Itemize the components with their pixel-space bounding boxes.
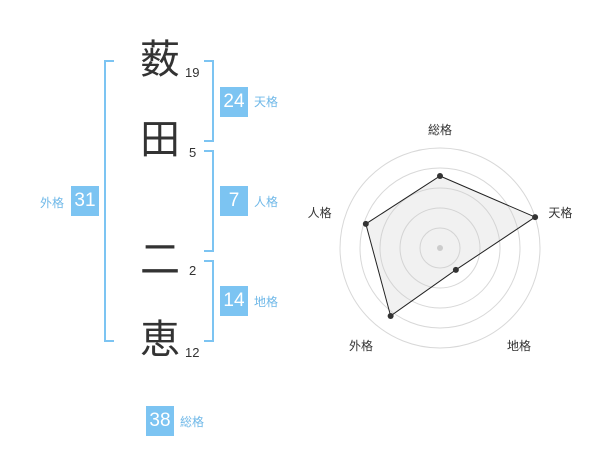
radar-axis-label-2: 天格: [548, 205, 572, 220]
soukaku-value: 38: [146, 406, 174, 436]
radar-grid-ring: [399, 207, 481, 289]
chikaku-value: 14: [220, 286, 248, 316]
tenkaku-value: 24: [220, 87, 248, 117]
radar-grid-ring: [359, 167, 521, 329]
radar-point-5: [362, 220, 369, 227]
radar-point-1: [437, 173, 443, 179]
tenkaku-bracket: [204, 60, 214, 142]
radar-axis-label-4: 外格: [349, 338, 373, 353]
radar-series-area: [365, 175, 537, 317]
gaikaku-label: 外格: [40, 196, 65, 210]
chikaku-label: 地格: [254, 295, 279, 309]
gaikaku-value: 31: [71, 186, 99, 216]
jinkaku-bracket: [204, 150, 214, 252]
radar-grid-ring: [419, 227, 461, 269]
radar-grid-ring: [379, 187, 501, 309]
tenkaku-label: 天格: [254, 95, 279, 109]
radar-axis-label-3: 地格: [507, 338, 531, 353]
radar-point-4: [387, 312, 394, 319]
radar-point-3: [452, 266, 459, 273]
radar-center-dot: [437, 245, 443, 251]
stroke-count-4: 12: [185, 345, 200, 360]
jinkaku-value: 7: [220, 186, 248, 216]
name-char-3: 二: [140, 237, 180, 283]
radar-point-2: [532, 214, 539, 221]
name-char-2: 田: [140, 117, 180, 163]
radar-axis-label-1: 総格: [428, 122, 452, 137]
name-char-4: 恵: [140, 317, 180, 363]
chikaku-bracket: [204, 260, 214, 342]
stroke-count-1: 19: [185, 65, 200, 80]
stroke-count-3: 2: [189, 263, 197, 278]
radar-axis-label-5: 人格: [308, 205, 332, 220]
name-char-1: 薮: [140, 37, 180, 83]
gaikaku-bracket: [104, 60, 114, 342]
jinkaku-label: 人格: [254, 195, 279, 209]
soukaku-label: 総格: [180, 415, 205, 429]
stroke-count-2: 5: [189, 145, 197, 160]
radar-points: [362, 173, 539, 319]
